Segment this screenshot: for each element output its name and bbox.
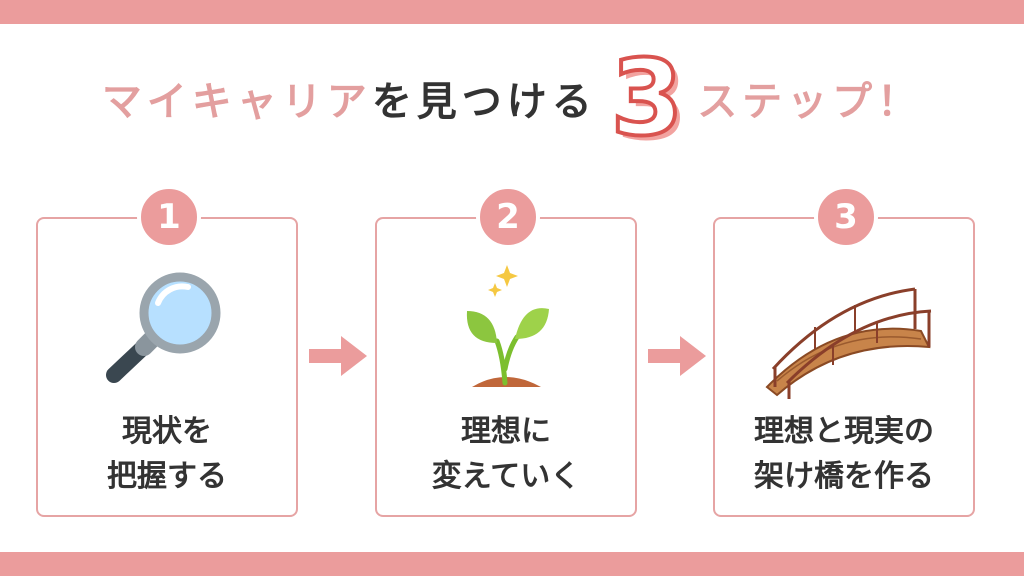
step-card-1: 1 現状を 把握する — [36, 185, 298, 517]
title-number: 3 — [609, 37, 685, 159]
step-label-3-line-1: 理想と現実の — [754, 414, 934, 449]
step-label-2-line-2: 変えていく — [431, 459, 581, 494]
step-label-2-line-1: 理想に — [461, 414, 551, 449]
arrow-right-icon-1 — [309, 336, 367, 376]
title-part-1: マイキャリア — [101, 79, 372, 125]
arrow-right-icon-2 — [648, 336, 706, 376]
step-label-3-line-2: 架け橋を作る — [754, 459, 934, 494]
step-card-3: 3 理想と現実の 架け橋を作る — [713, 185, 975, 517]
step-label-2: 理想に 変えていく — [377, 409, 635, 499]
page-title: マイキャリア を見つける 3 ステップ！ — [0, 38, 1024, 158]
step-badge-3: 3 — [814, 185, 878, 249]
bottom-band — [0, 552, 1024, 576]
step-label-3: 理想と現実の 架け橋を作る — [715, 409, 973, 499]
step-badge-2: 2 — [476, 185, 540, 249]
step-card-2: 2 理想に 変えていく — [375, 185, 637, 517]
step-label-1-line-1: 現状を — [122, 414, 212, 449]
step-label-1: 現状を 把握する — [38, 409, 296, 499]
sprout-icon — [466, 265, 549, 387]
magnifier-icon — [106, 272, 221, 383]
title-part-3: ステップ！ — [697, 79, 923, 125]
title-part-2: を見つける — [371, 79, 597, 125]
step-badge-1: 1 — [137, 185, 201, 249]
step-label-1-line-2: 把握する — [107, 459, 227, 494]
top-band — [0, 0, 1024, 24]
bridge-icon — [765, 287, 932, 399]
